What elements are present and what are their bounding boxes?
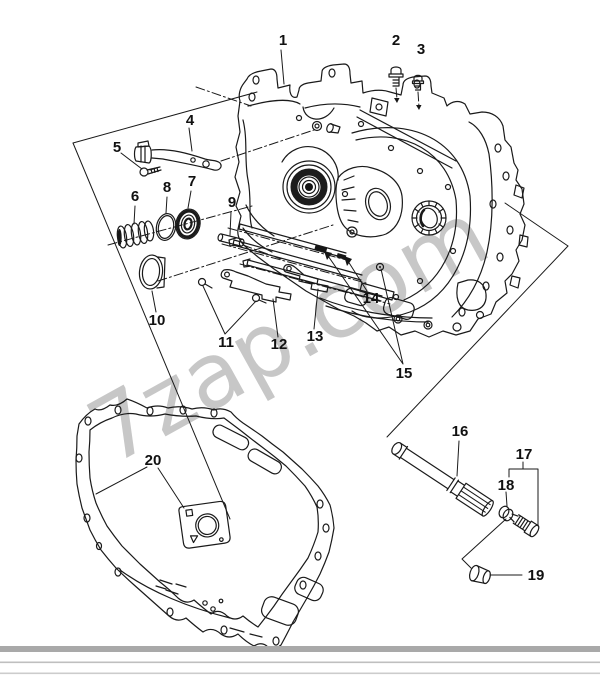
callout-10[interactable]: 10 [149,312,166,329]
callout-15[interactable]: 15 [396,365,413,382]
callout-2[interactable]: 2 [392,32,400,49]
pin-part-9 [217,233,245,247]
small-gasket-part-20 [178,500,231,549]
o-ring-part-8 [155,213,177,241]
callout-9[interactable]: 9 [228,194,236,211]
screw-part-2 [388,66,404,103]
bracket-part-13 [283,264,329,293]
callout-8[interactable]: 8 [163,179,171,196]
callout-20[interactable]: 20 [145,452,162,469]
cap-part-19 [468,564,491,585]
assembly-axis-lines [107,86,334,282]
callout-12[interactable]: 12 [271,336,288,353]
callout-4[interactable]: 4 [186,112,195,129]
watermark-text: 7zap.com [72,181,506,485]
footer-bar [0,646,600,652]
seal-bore [281,146,339,214]
callout-16[interactable]: 16 [452,423,469,440]
callout-7[interactable]: 7 [188,173,196,190]
footer-line-2 [0,672,600,675]
spring-part-6 [116,220,155,249]
callout-3[interactable]: 3 [417,41,425,58]
selector-lever-part-4 [133,140,222,171]
callout-17[interactable]: 17 [516,446,533,463]
callout-1[interactable]: 1 [279,32,287,49]
callout-18[interactable]: 18 [498,477,515,494]
footer-separator [0,646,600,675]
bolt-part-5 [139,166,162,177]
footer-line-1 [0,661,600,664]
callout-19[interactable]: 19 [528,567,545,584]
screw-part-3 [411,74,425,110]
bracket-part-12 [220,269,292,303]
callout-14[interactable]: 14 [363,290,380,307]
clutch-housing-drawing [221,63,529,338]
callout-6[interactable]: 6 [131,188,139,205]
callout-13[interactable]: 13 [307,328,324,345]
panel-frame [72,91,569,520]
retainer-part-10 [138,254,166,290]
callout-5[interactable]: 5 [113,139,121,156]
shaft-part-16 [391,441,494,517]
housing-gasket-drawing [75,398,335,649]
callout-leader-lines [95,49,539,576]
bearing-part-7 [175,208,201,240]
callout-11[interactable]: 11 [218,334,234,351]
ribbed-pocket [335,165,403,238]
knurled-ring [411,200,447,236]
